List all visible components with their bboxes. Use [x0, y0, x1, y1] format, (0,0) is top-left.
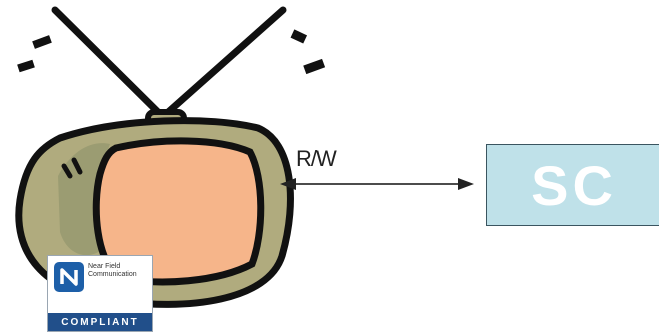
- nfc-n-mark-icon: [54, 262, 84, 292]
- connection-label: R/W: [296, 146, 337, 171]
- connection-arrow-icon: [280, 178, 474, 190]
- nfc-compliant-badge: Near Field Communication COMPLIANT: [47, 255, 153, 332]
- nfc-compliant-text: COMPLIANT: [61, 316, 139, 328]
- nfc-badge-line-1: Near Field: [88, 263, 121, 270]
- tv-screen: [92, 137, 265, 286]
- nfc-compliant-bar: COMPLIANT: [48, 313, 152, 331]
- screen-glare-icon: [61, 157, 83, 179]
- nfc-badge-name: Near Field Communication: [88, 263, 150, 279]
- secure-chip-label: SC: [531, 153, 617, 217]
- tv-antenna-icon: [51, 6, 287, 118]
- secure-chip-box-fill: [486, 144, 659, 226]
- secure-chip-box: SC: [486, 144, 659, 226]
- signal-waves-icon: [17, 29, 326, 75]
- nfc-badge-line-2: Communication: [88, 271, 137, 278]
